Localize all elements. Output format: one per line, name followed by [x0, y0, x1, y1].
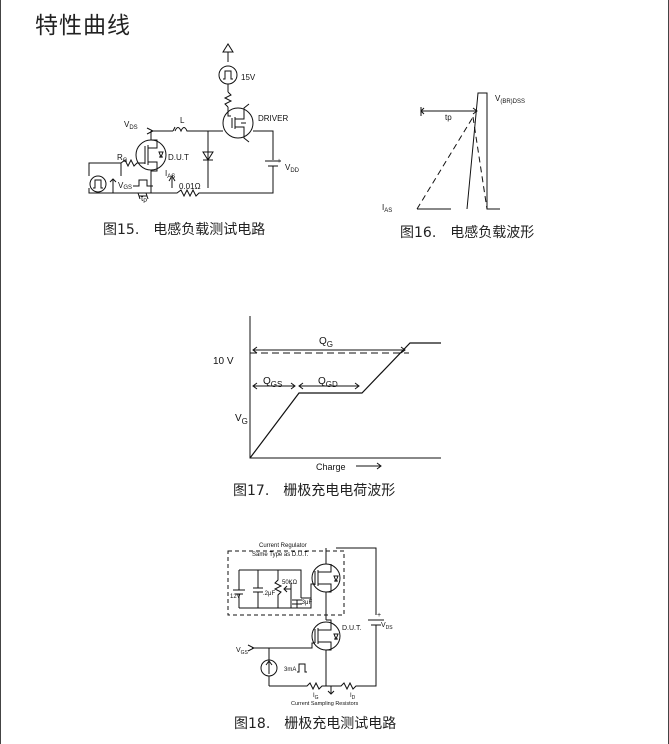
fig17-charge-label: Charge	[316, 462, 346, 472]
fig16-caption: 图16. 电感负载波形	[400, 222, 534, 242]
fig18-sampling-resistors	[269, 681, 368, 691]
fig15-freewheel-diode-icon	[202, 151, 214, 161]
fig18-number: 图18.	[234, 716, 271, 732]
fig17-qgd-dimension	[298, 382, 360, 390]
fig15-ias-arrow-icon	[168, 175, 176, 188]
fig17-title: 栅极充电电荷波形	[283, 483, 396, 499]
fig16-tp-label: tp	[445, 113, 452, 122]
fig17-vg-curve	[249, 342, 441, 459]
fig18-pot-50k-icon	[273, 570, 283, 608]
fig15-driver-label: DRIVER	[258, 114, 288, 123]
fig15-15v-label: 15V	[241, 73, 256, 82]
fig15-number: 图15.	[103, 222, 140, 238]
fig17-qg-dimension	[252, 346, 406, 354]
fig16-current-ramp	[416, 116, 474, 210]
fig16-voltage-pulse	[466, 92, 500, 210]
fig18-regulator-mosfet-icon	[311, 563, 341, 593]
fig15-vdd-label: VDD	[285, 163, 300, 174]
fig15-title: 电感负载测试电路	[153, 222, 266, 238]
fig18-r50k-label: 50KΩ	[282, 580, 298, 586]
fig15-bottom-rail	[88, 188, 274, 198]
fig18-regulator-label-1: Current Regulator	[259, 543, 307, 549]
fig15-tp-label: tP	[141, 194, 147, 205]
fig15-supply-arrow-icon	[222, 43, 234, 53]
fig15-gate-resistor-icon	[223, 91, 233, 108]
fig18-drain-rail	[336, 547, 377, 615]
fig15-vds-label: VDS	[124, 120, 138, 131]
fig15-rg-resistor-icon	[120, 158, 145, 168]
fig18-cap-3uf-icon	[292, 599, 302, 608]
fig15-pulse-generator-icon	[89, 175, 107, 193]
fig15-l-label: L	[180, 116, 185, 125]
fig15-rg-label: RG	[117, 153, 128, 164]
fig18-cap-2uf-icon	[253, 570, 263, 608]
section-heading: 特性曲线	[35, 13, 131, 39]
fig18-ig-label: IG	[313, 693, 319, 701]
fig18-vgs-label: VGS	[236, 647, 249, 656]
fig18-3ma-label: 3mA	[284, 667, 296, 673]
fig18-id-label: ID	[350, 693, 356, 701]
fig18-current-regulator-box	[227, 550, 345, 616]
fig18-vgs-wire	[252, 642, 315, 649]
fig17-qgs-label: QGS	[263, 376, 282, 389]
fig17-number: 图17.	[233, 483, 270, 499]
fig18-vds-label: VDS	[381, 622, 393, 631]
fig16-ias-label: IAS	[382, 203, 392, 214]
fig15-driver-mosfet-icon	[222, 107, 254, 139]
fig18-3uf-label: .3μF	[300, 600, 312, 606]
fig17-qg-label: QG	[319, 336, 333, 349]
fig15-caption: 图15. 电感负载测试电路	[103, 219, 265, 239]
fig18-regulator-label-2: Same Type as D.U.T.	[252, 552, 309, 558]
fig18-sampling-label: Current Sampling Resistors	[291, 701, 358, 707]
fig18-title: 栅极充电测试电路	[284, 716, 397, 732]
fig17-qgd-label: QGD	[318, 376, 338, 389]
fig18-dut-label: D.U.T.	[342, 625, 362, 632]
fig15-vgs-label: VGS	[118, 181, 132, 191]
fig15-dut-label: D.U.T	[168, 153, 189, 162]
fig18-regulator-bias-wire	[239, 569, 302, 598]
fig17-vg-label: VG	[235, 413, 248, 426]
fig18-dut-mosfet-icon	[311, 621, 341, 651]
fig16-number: 图16.	[400, 225, 437, 241]
fig17-qgs-dimension	[252, 382, 296, 390]
fig18-12v-label: 12V	[230, 594, 241, 600]
fig16-vbr-label: V(BR)DSS	[495, 94, 525, 105]
fig16-title: 电感负载波形	[450, 225, 535, 241]
fig15-ias-label: IAS	[165, 169, 175, 180]
fig18-vds-plus-label: +	[377, 612, 381, 619]
fig17-10v-label: 10 V	[213, 356, 234, 367]
fig17-charge-arrow-icon	[356, 462, 382, 470]
fig15-vgs-arrow-icon	[109, 178, 117, 193]
fig15-vdd-plus-label: +	[277, 158, 281, 165]
fig17-caption: 图17. 栅极充电电荷波形	[233, 480, 395, 500]
fig18-caption: 图18. 栅极充电测试电路	[234, 713, 396, 733]
fig18-pulse-icon	[297, 663, 307, 673]
fig15-shunt-label: 0.01Ω	[179, 182, 201, 191]
fig15-inductor-icon	[172, 126, 191, 133]
fig18-2uf-label: .2μF	[263, 591, 275, 597]
